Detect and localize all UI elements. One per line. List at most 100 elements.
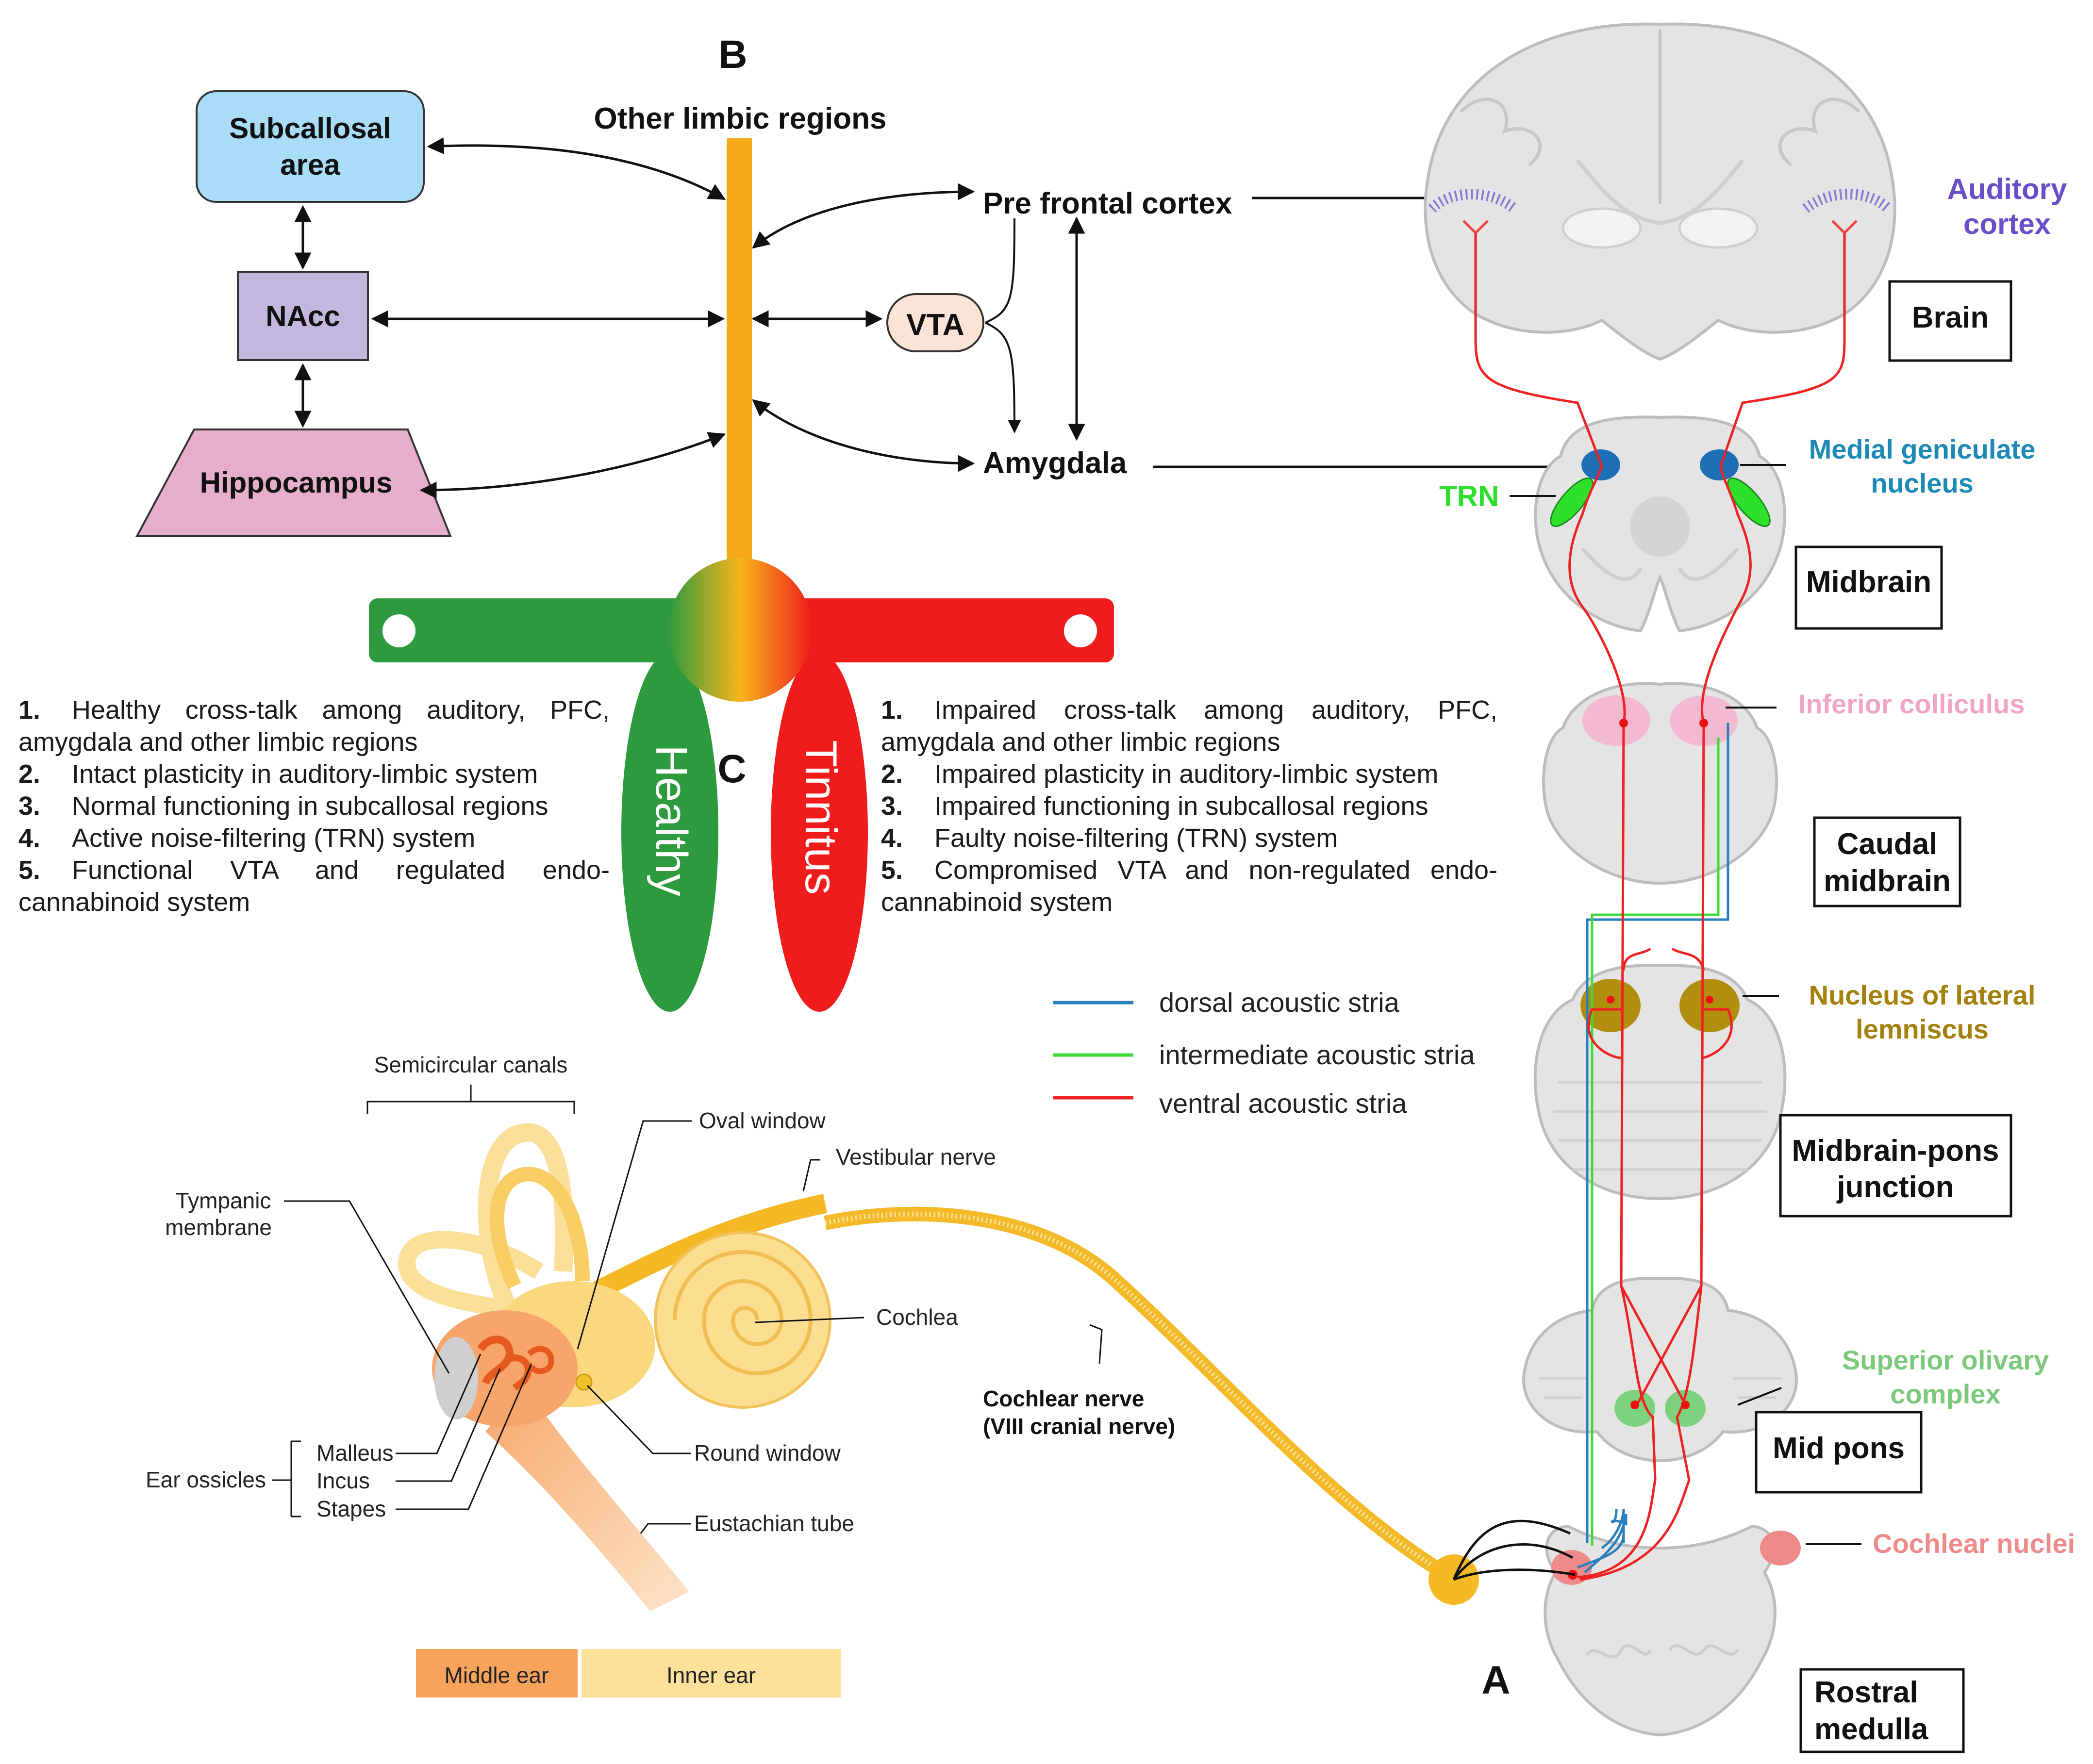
- healthy-bar-hole: [382, 614, 415, 647]
- tinnitus-petal: [771, 653, 868, 1012]
- ear-anatomy: Semicircular canals Oval window Vestibul…: [146, 1052, 1576, 1698]
- caudal-midbrain-label-1: Caudal: [1837, 827, 1938, 861]
- hippocampus-label: Hippocampus: [200, 466, 393, 499]
- pathway-node-ic-right: [1699, 719, 1708, 727]
- pathway-node-ic-left: [1619, 719, 1628, 727]
- pathway-node-nll-left: [1607, 996, 1614, 1004]
- panel-letter-a: A: [1481, 1658, 1510, 1702]
- ear-leaders: [272, 1085, 1103, 1534]
- semicircular-canals-label: Semicircular canals: [374, 1052, 568, 1077]
- oval-window-label: Oval window: [699, 1108, 826, 1133]
- condition-hub: [668, 558, 812, 702]
- healthy-point-2-text: Intact plasticity in auditory-limbic sys…: [72, 759, 538, 789]
- tinnitus-bar-hole: [1064, 614, 1097, 647]
- nacc-box: [237, 271, 369, 361]
- subcallosal-box: [196, 90, 425, 203]
- tinnitus-point-3: 3.Impaired functioning in subcallosal re…: [881, 791, 1429, 821]
- trn-right: [1727, 477, 1771, 528]
- mid-pons-label-box: [1755, 1411, 1923, 1494]
- eustachian-tube-label: Eustachian tube: [694, 1511, 854, 1536]
- soc-label-1: Superior olivary: [1842, 1345, 2049, 1375]
- healthy-point-4-text: Active noise-filtering (TRN) system: [72, 824, 476, 853]
- mgn-label-1: Medial geniculate: [1809, 434, 2036, 464]
- tinnitus-point-4: 4.Faulty noise-filtering (TRN) system: [881, 824, 1338, 853]
- round-window-label: Round window: [694, 1440, 841, 1466]
- healthy-point-1-text: Healthy cross-talk among auditory, PFC, …: [18, 695, 610, 757]
- malleus-shape: [477, 1335, 514, 1385]
- tympanic-label-1: Tympanic: [176, 1188, 271, 1213]
- healthy-point-3-text: Normal functioning in subcallosal region…: [72, 791, 548, 821]
- panel-c: Healthy Tinnitus C: [369, 558, 1114, 1012]
- pathway-node-soc-right: [1681, 1401, 1690, 1409]
- pathway-node-soc-left: [1630, 1401, 1639, 1409]
- caudal-midbrain-label-box: [1813, 816, 1961, 907]
- cochlea-shape: [654, 1231, 831, 1409]
- healthy-points-list: 1.Healthy cross-talk among auditory, PFC…: [18, 694, 610, 918]
- tinnitus-point-5: 5.Compromised VTA and non-regulated endo…: [881, 856, 1497, 917]
- tinnitus-points-list: 1.Impaired cross-talk among auditory, PF…: [881, 694, 1497, 918]
- tinnitus-bar: [743, 598, 1114, 662]
- ventral-stria-cross: [1587, 947, 1733, 1403]
- midbrain-label: Midbrain: [1806, 565, 1931, 599]
- healthy-point-5-text: Functional VTA and regulated endo-cannab…: [18, 856, 610, 917]
- soc-label-2: complex: [1890, 1379, 2000, 1409]
- trn-left: [1550, 477, 1594, 528]
- vestibular-nerve-label: Vestibular nerve: [836, 1144, 996, 1170]
- other-limbic-label: Other limbic regions: [594, 102, 887, 135]
- healthy-point-2: 2.Intact plasticity in auditory-limbic s…: [18, 759, 538, 789]
- cochlear-nerve: [824, 1206, 1455, 1583]
- nacc-label: NAcc: [266, 300, 340, 332]
- subcallosal-label-1: Subcallosal: [229, 112, 391, 145]
- middle-ear-label: Middle ear: [445, 1663, 549, 1688]
- healthy-bar: [369, 598, 748, 662]
- mid-pons-label: Mid pons: [1773, 1432, 1905, 1465]
- arrow-hippocampus-bar: [419, 432, 726, 499]
- rostral-medulla-section: [1544, 1524, 1801, 1737]
- healthy-point-5: 5.Functional VTA and regulated endo-cann…: [18, 856, 610, 917]
- mp-junction-label-box: [1779, 1114, 2012, 1218]
- inferior-colliculus-left: [1582, 695, 1650, 746]
- midbrain-section: [1534, 415, 1786, 633]
- legend-label-dorsal: dorsal acoustic stria: [1159, 987, 1400, 1018]
- tympanic-label-2: membrane: [165, 1215, 272, 1240]
- ventral-stria-left: [1474, 233, 1657, 1579]
- eustachian-tube: [485, 1383, 689, 1611]
- nerve-fibers: [1452, 1519, 1576, 1581]
- tinnitus-point-1: 1.Impaired cross-talk among auditory, PF…: [881, 695, 1497, 757]
- mp-junction-section: [1533, 964, 1787, 1201]
- auditory-cortex-left: [1428, 189, 1518, 213]
- intermediate-stria-path: [1591, 738, 1720, 1546]
- nll-right: [1679, 979, 1740, 1032]
- caudal-midbrain-section: [1542, 682, 1778, 885]
- healthy-point-3: 3.Normal functioning in subcallosal regi…: [18, 791, 548, 821]
- panel-a-pathway: Auditory cortex Brain Medial geniculate …: [1424, 22, 2075, 1753]
- mp-junction-label-1: Midbrain-pons: [1792, 1134, 1999, 1168]
- pathway-legend: dorsal acoustic stria intermediate acous…: [1053, 987, 1475, 1119]
- mgn-right: [1700, 449, 1739, 480]
- vta-fork: [985, 218, 1014, 432]
- soc-leader: [1737, 1387, 1782, 1406]
- mgn-label-2: nucleus: [1871, 468, 1974, 498]
- cochlear-nuclei-right: [1760, 1531, 1801, 1566]
- auditory-cortex-label-1: Auditory: [1947, 173, 2067, 205]
- cochlear-nerve-label-2: (VIII cranial nerve): [983, 1414, 1175, 1439]
- limbic-bar: [727, 138, 752, 604]
- incus-label: Incus: [316, 1468, 370, 1493]
- healthy-petal-label: Healthy: [647, 745, 696, 896]
- legend-label-ventral: ventral acoustic stria: [1159, 1088, 1407, 1119]
- mp-junction-label-2: junction: [1836, 1171, 1954, 1204]
- middle-ear-swatch: [416, 1649, 578, 1698]
- semicircular-canal-left: [398, 1231, 544, 1319]
- tinnitus-point-5-text: Compromised VTA and non-regulated endo-c…: [881, 856, 1497, 917]
- brain-section: [1424, 22, 1896, 361]
- rostral-medulla-label-1: Rostral: [1814, 1676, 1918, 1709]
- trn-label: TRN: [1439, 480, 1499, 512]
- ear-ossicles-label: Ear ossicles: [146, 1467, 266, 1492]
- healthy-point-4: 4.Active noise-filtering (TRN) system: [18, 824, 476, 853]
- tinnitus-petal-label: Tinnitus: [796, 740, 846, 895]
- nll-label-1: Nucleus of lateral: [1809, 980, 2036, 1010]
- rostral-medulla-label-2: medulla: [1814, 1713, 1928, 1746]
- vta-box: [886, 293, 984, 352]
- ascending-pathways: [1474, 233, 1846, 1581]
- inner-ear-label: Inner ear: [666, 1663, 756, 1688]
